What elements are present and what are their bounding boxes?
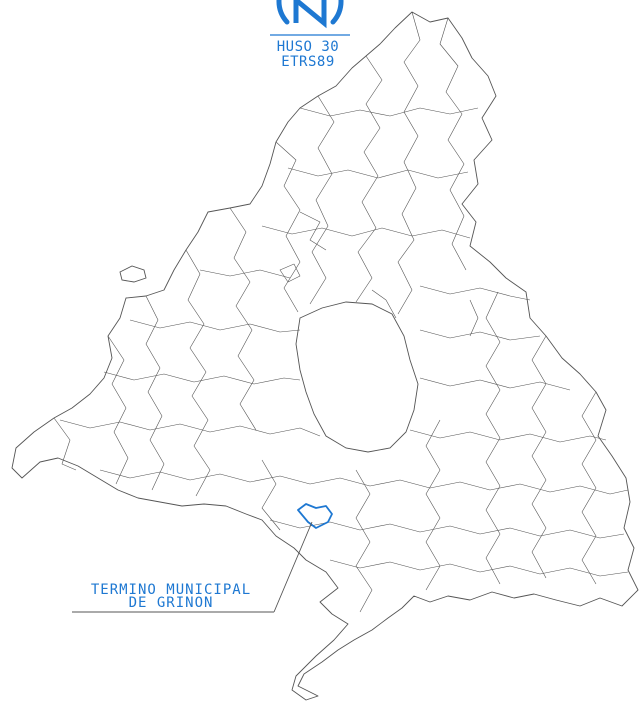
callout-line-2: DE GRINON bbox=[128, 595, 214, 611]
municipal-boundaries bbox=[53, 11, 629, 613]
projection-datum: ETRS89 bbox=[281, 54, 335, 70]
exclave-outline bbox=[119, 265, 147, 283]
north-arrow-icon bbox=[276, 0, 344, 29]
projection-label: HUSO 30 ETRS89 bbox=[258, 40, 358, 70]
callout-line-1: TERMINO MUNICIPAL bbox=[90, 582, 252, 598]
callout-leader-line bbox=[273, 521, 313, 613]
capital-area-outline bbox=[295, 301, 419, 453]
region-outline bbox=[11, 11, 639, 701]
highlighted-municipality bbox=[297, 503, 333, 529]
projection-zone: HUSO 30 bbox=[276, 39, 340, 55]
callout-label: TERMINO MUNICIPAL DE GRINON bbox=[66, 582, 276, 611]
